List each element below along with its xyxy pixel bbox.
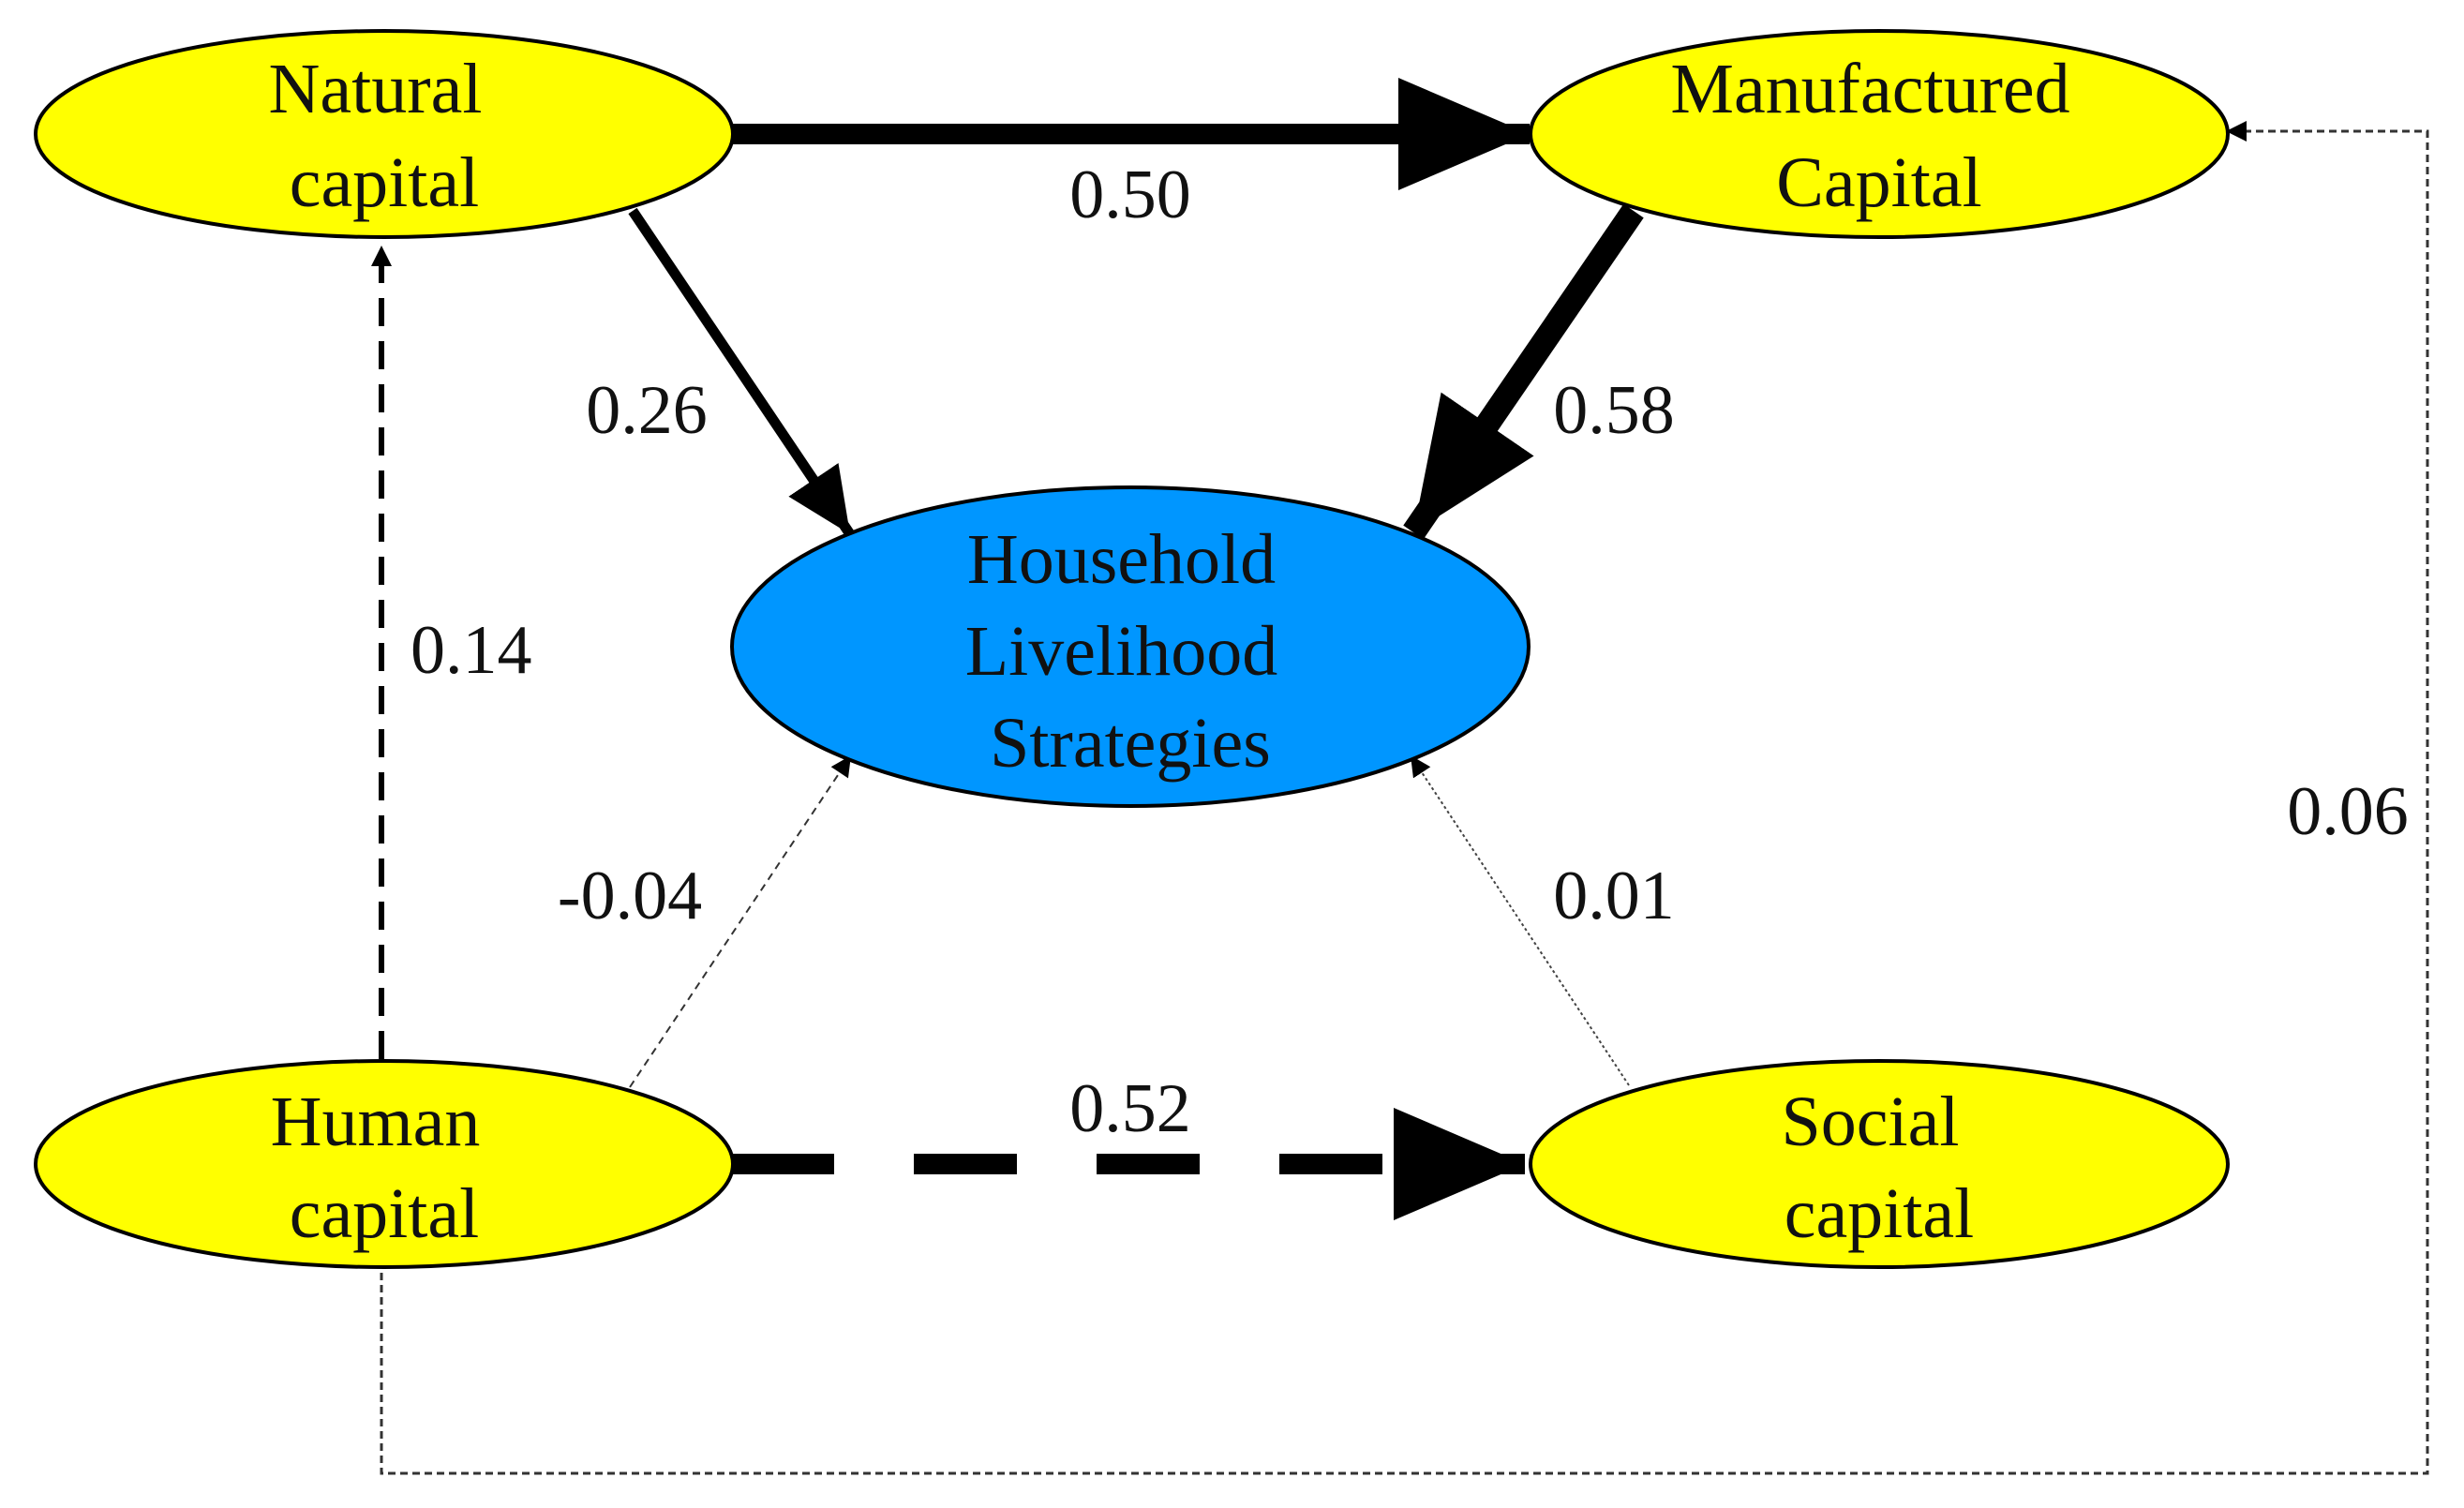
node-household-line3: Strategies	[990, 704, 1271, 783]
coef-social-household: 0.01	[1553, 858, 1675, 934]
node-household-line1: Household	[967, 520, 1276, 599]
node-manufactured-capital: Manufactured Capital	[1529, 29, 2230, 239]
node-social-capital: Social capital	[1529, 1059, 2230, 1269]
node-manufactured-capital-line1: Manufactured	[1670, 50, 2069, 128]
node-natural-capital-label: Natural capital	[269, 50, 500, 222]
edge-social-to-household	[1410, 754, 1630, 1086]
node-household-label: Household Livelihood Strategies	[965, 520, 1296, 783]
node-human-capital-line1: Human	[271, 1082, 481, 1161]
node-human-capital-line2: capital	[290, 1174, 480, 1253]
node-social-capital-line2: capital	[1785, 1174, 1975, 1253]
node-human-capital-label: Human capital	[271, 1082, 499, 1253]
node-social-capital-label: Social capital	[1782, 1082, 1978, 1253]
coef-human-social: 0.52	[1069, 1070, 1191, 1147]
node-household-line2: Livelihood	[965, 612, 1278, 691]
coef-human-natural: 0.14	[411, 612, 532, 689]
coef-human-manufactured: 0.06	[2287, 773, 2409, 850]
node-natural-capital: Natural capital	[34, 29, 735, 239]
node-human-capital: Human capital	[34, 1059, 735, 1269]
node-social-capital-line1: Social	[1782, 1082, 1960, 1161]
node-natural-capital-line1: Natural	[269, 50, 483, 128]
coef-natural-manufactured: 0.50	[1069, 157, 1191, 233]
node-manufactured-capital-line2: Capital	[1776, 143, 1982, 222]
edge-human-to-household	[629, 754, 852, 1088]
edge-natural-to-household	[628, 207, 855, 538]
coef-manufactured-household: 0.58	[1553, 372, 1675, 449]
coef-natural-household: 0.26	[586, 372, 708, 449]
node-household-livelihood-strategies: Household Livelihood Strategies	[730, 485, 1531, 808]
edge-human-to-manufactured	[380, 121, 2429, 1475]
coef-human-household: -0.04	[558, 858, 702, 934]
edge-manufactured-to-household	[1403, 203, 1644, 540]
node-natural-capital-line2: capital	[290, 143, 480, 222]
node-manufactured-capital-label: Manufactured Capital	[1670, 50, 2087, 222]
